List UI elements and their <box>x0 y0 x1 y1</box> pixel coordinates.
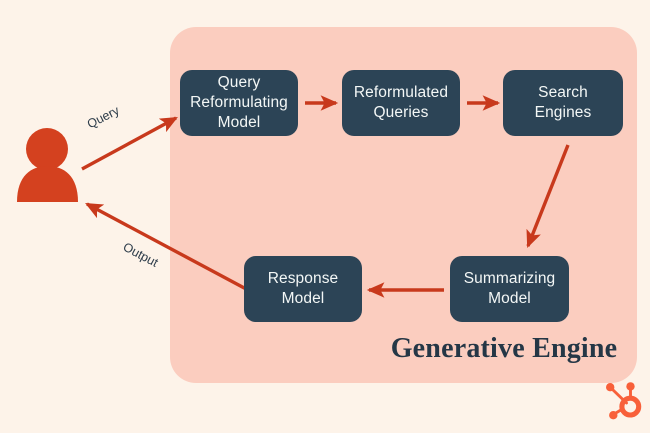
node-line: Model <box>281 290 325 307</box>
node-search-engines[interactable]: Search Engines <box>503 70 623 136</box>
edge-response-to-user <box>85 202 249 292</box>
node-response-model[interactable]: Response Model <box>244 256 362 322</box>
person-icon <box>17 128 78 202</box>
node-line: Query <box>217 74 261 92</box>
node-line: Response <box>267 270 339 288</box>
node-line: Reformulated <box>353 84 449 102</box>
node-line: Model <box>488 290 531 307</box>
edge-search-to-summarizing <box>526 144 570 249</box>
edge-user-to-query-model <box>81 116 178 171</box>
node-line: Model <box>217 113 261 131</box>
hubspot-sprocket-logo <box>606 382 642 420</box>
node-line: Reformulating <box>190 94 288 112</box>
node-line: Queries <box>373 104 429 121</box>
node-summarizing-model[interactable]: Summarizing Model <box>450 256 569 322</box>
node-line: Summarizing <box>463 270 556 288</box>
generative-engine-title: Generative Engine <box>390 333 618 364</box>
node-reformulated-queries[interactable]: Reformulated Queries <box>342 70 460 136</box>
node-query-reformulating-model[interactable]: Query Reformulating Model <box>180 70 298 136</box>
node-line: Search Engines <box>534 84 592 121</box>
